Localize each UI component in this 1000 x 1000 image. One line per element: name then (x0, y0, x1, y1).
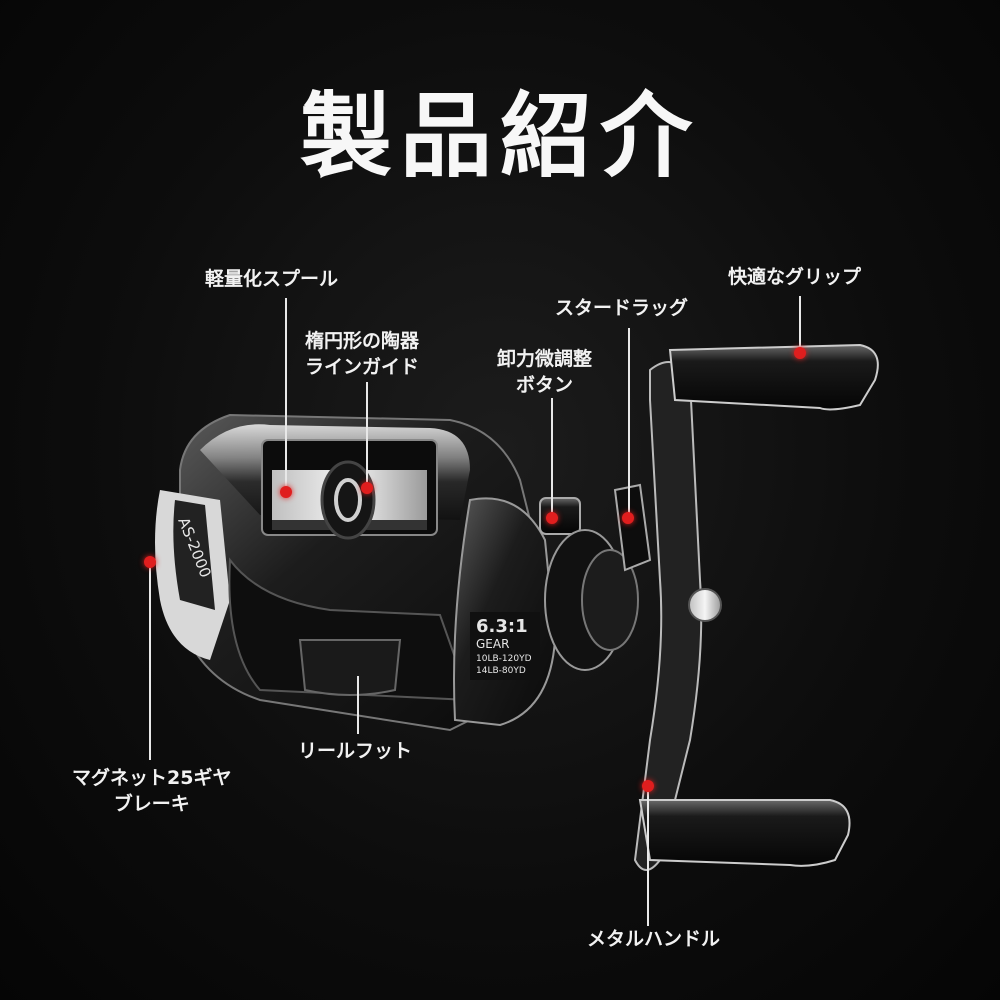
marker-dot-drag-button (546, 512, 558, 524)
callout-reel-foot: リールフット (298, 738, 412, 764)
callout-text: スタードラッグ (555, 297, 689, 319)
marker-dot-spool (280, 486, 292, 498)
gear-ratio-text: 6.3:1 (476, 616, 528, 637)
leader-comfortable-grip (799, 296, 801, 352)
callout-text: メタルハンドル (587, 928, 721, 950)
callout-text: 快適なグリップ (728, 266, 862, 288)
leader-metal-handle (647, 788, 649, 926)
callout-text: 卸力微調整 (497, 348, 593, 370)
leader-ceramic-line-guide (366, 382, 368, 488)
leader-magnetic-brake (149, 562, 151, 760)
callout-text: マグネット25ギヤ (72, 767, 232, 789)
marker-dot-brake (144, 556, 156, 568)
callout-text: リールフット (298, 740, 413, 762)
leader-reel-foot (357, 676, 359, 734)
callout-magnetic-brake: マグネット25ギヤ ブレーキ (72, 765, 231, 817)
callout-drag-fine-adjust-button: 卸力微調整 ボタン (497, 346, 592, 398)
page-title: 製品紹介 (299, 83, 700, 190)
leader-drag-fine-adjust (551, 398, 553, 514)
marker-dot-handle (642, 780, 654, 792)
gear-label-text: GEAR (476, 637, 509, 651)
marker-dot-grip (794, 347, 806, 359)
callout-text: ラインガイド (305, 356, 420, 378)
line-capacity-1: 10LB-120YD (476, 654, 532, 664)
callout-text: 軽量化スプール (205, 268, 339, 290)
callout-metal-handle: メタルハンドル (587, 926, 720, 952)
leader-star-drag (628, 328, 630, 518)
marker-dot-star-drag (622, 512, 634, 524)
callout-star-drag: スタードラッグ (555, 295, 688, 321)
callout-lightweight-spool: 軽量化スプール (205, 266, 338, 292)
leader-lightweight-spool (285, 298, 287, 490)
marker-dot-line-guide (361, 482, 373, 494)
callout-text: ブレーキ (113, 793, 190, 815)
callout-text: 楕円形の陶器 (305, 330, 420, 352)
callout-comfortable-grip: 快適なグリップ (728, 264, 861, 290)
callout-text: ボタン (516, 374, 574, 396)
line-capacity-2: 14LB-80YD (476, 666, 526, 676)
callout-ceramic-line-guide: 楕円形の陶器 ラインガイド (305, 328, 419, 380)
